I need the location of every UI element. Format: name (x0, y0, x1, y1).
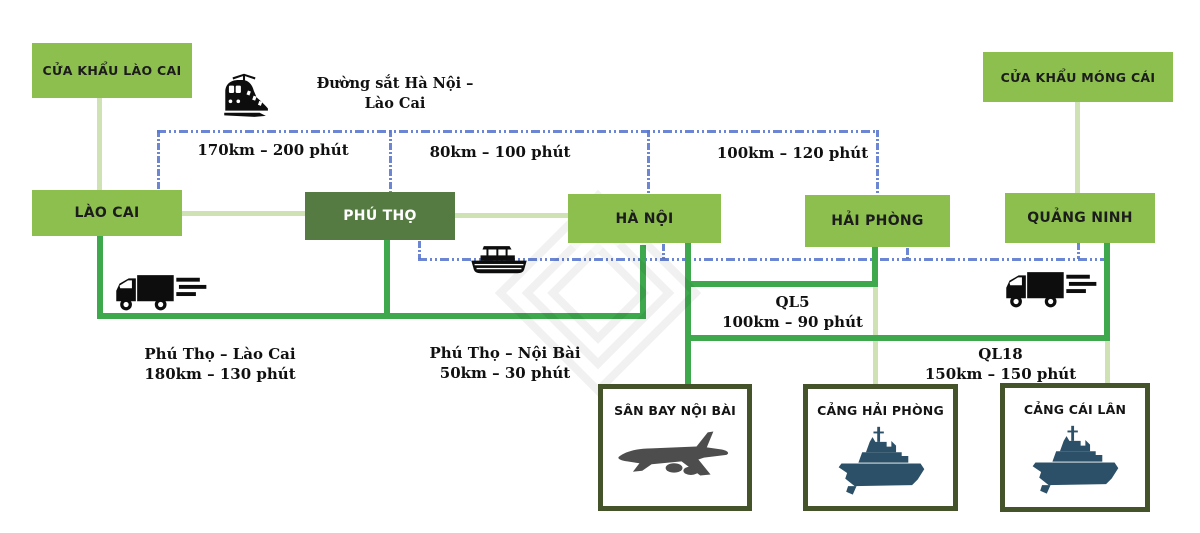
facility-label: CẢNG CÁI LÂN (1023, 402, 1127, 417)
road-name: Phú Thọ – Nội Bài (429, 344, 581, 362)
road-line-truck-route (97, 313, 646, 319)
waterway-tick-haiphong (906, 248, 909, 259)
road-detail: 50km – 30 phút (439, 364, 571, 382)
ship-icon (838, 426, 924, 495)
road-name: QL5 (775, 293, 810, 311)
node-label: QUẢNG NINH (1027, 210, 1133, 226)
road-label-ql18: QL18 150km – 150 phút (908, 344, 1093, 384)
connector-laocai-phutho (182, 211, 305, 216)
connector-phutho-hanoi (455, 213, 568, 218)
node-cua-khau-mong-cai: CỬA KHẨU MÓNG CÁI (983, 52, 1173, 102)
rail-tick-phutho (389, 130, 392, 192)
road-line-ql5 (685, 281, 878, 287)
node-label: PHÚ THỌ (343, 208, 417, 224)
rail-tick-haiphong (876, 130, 879, 195)
ship-icon (1032, 425, 1119, 494)
node-lao-cai: LÀO CAI (32, 190, 182, 236)
rail-segment-3-label: 100km – 120 phút (716, 144, 869, 162)
facility-label: CẢNG HẢI PHÒNG (817, 403, 944, 418)
rail-segment-1-label: 170km – 200 phút (197, 141, 349, 159)
road-label-phu-tho-noi-bai: Phú Thọ – Nội Bài 50km – 30 phút (420, 343, 590, 383)
road-label-phu-tho-lao-cai: Phú Thọ – Lào Cai 180km – 130 phút (135, 344, 305, 384)
rail-route-title: Đường sắt Hà Nội – Lào Cai (316, 75, 474, 112)
road-detail: 150km – 150 phút (924, 365, 1077, 383)
road-label-ql5: QL5 100km – 90 phút (700, 292, 885, 332)
node-phu-tho: PHÚ THỌ (305, 192, 455, 240)
node-label: LÀO CAI (74, 205, 140, 221)
node-label: CỬA KHẨU LÀO CAI (42, 63, 182, 78)
road-line-hanoi-noibai (685, 243, 691, 384)
rail-tick-hanoi (647, 130, 650, 194)
road-line-laocai-down (97, 235, 103, 319)
road-name: Phú Thọ – Lào Cai (144, 345, 296, 363)
facility-noi-bai-airport: SÂN BAY NỘI BÀI (598, 384, 752, 511)
node-label: HẢI PHÒNG (831, 213, 924, 229)
road-line-phutho-down (384, 240, 390, 316)
road-line-quangninh-down (1104, 243, 1110, 338)
node-cua-khau-lao-cai: CỬA KHẨU LÀO CAI (32, 43, 192, 98)
facility-label: SÂN BAY NỘI BÀI (614, 403, 736, 418)
connector-cailan-port (1105, 341, 1110, 383)
waterway-tick-hanoi (662, 244, 665, 259)
node-label: CỬA KHẨU MÓNG CÁI (1000, 69, 1156, 85)
facility-hai-phong-port: CẢNG HẢI PHÒNG (803, 384, 958, 511)
road-detail: 100km – 90 phút (722, 313, 863, 331)
node-ha-noi: HÀ NỘI (568, 194, 721, 243)
connector-ck-mongcai (1075, 102, 1080, 193)
node-quang-ninh: QUẢNG NINH (1005, 193, 1155, 243)
road-name: QL18 (978, 345, 1023, 363)
road-detail: 180km – 130 phút (144, 365, 296, 383)
rail-segment-2-label: 80km – 100 phút (429, 143, 571, 161)
connector-ck-laocai (97, 98, 102, 190)
rail-dashed-line (157, 130, 878, 133)
node-hai-phong: HẢI PHÒNG (805, 195, 950, 247)
road-line-ql18 (685, 335, 1110, 341)
road-line-haiphong-down (872, 247, 878, 284)
facility-cai-lan-port: CẢNG CÁI LÂN (1000, 383, 1150, 512)
node-label: HÀ NỘI (615, 210, 674, 227)
waterway-dashed-line (418, 258, 1110, 261)
airplane-icon (618, 431, 729, 476)
road-line-up-hanoi (640, 245, 646, 319)
truck-icon (116, 275, 207, 311)
boat-icon (471, 246, 527, 274)
waterway-tick-quangninh (1077, 243, 1080, 259)
train-icon (224, 73, 268, 117)
waterway-tick-phutho (418, 241, 421, 259)
rail-tick-laocai (157, 130, 160, 190)
truck-icon (1006, 272, 1097, 308)
